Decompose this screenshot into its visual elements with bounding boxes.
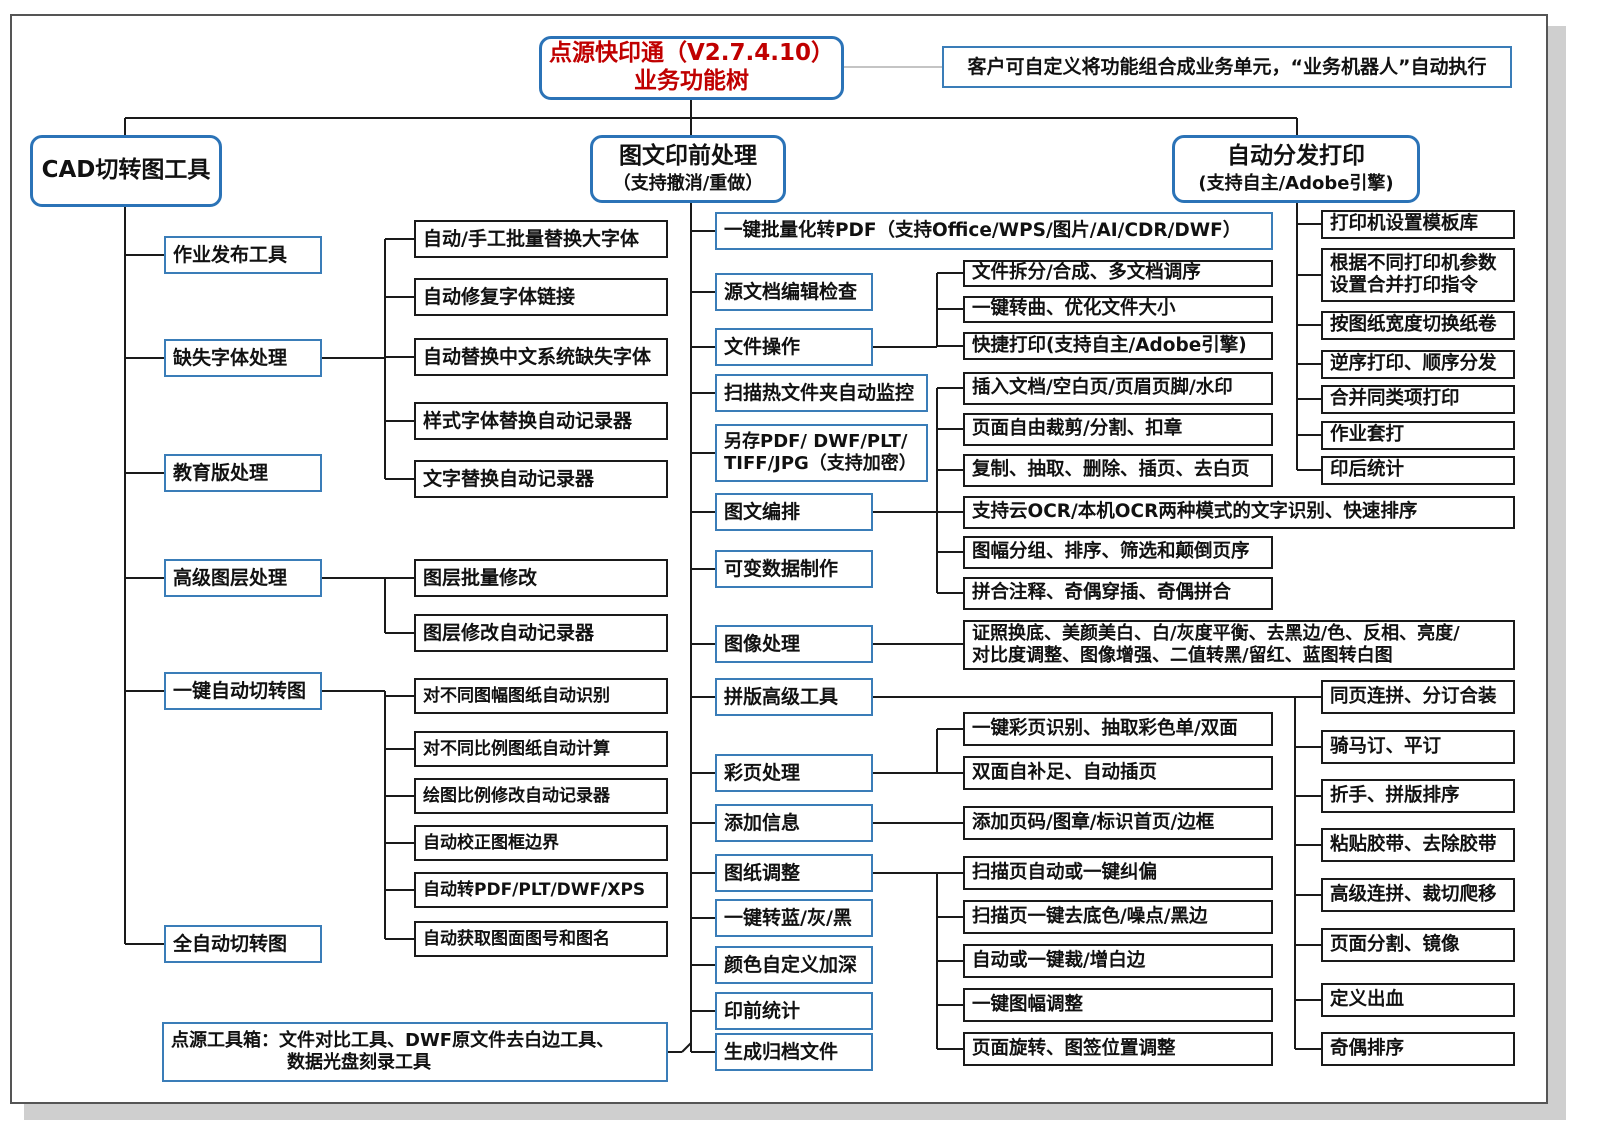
layout-item: 图幅分组、排序、筛选和颠倒页序: [963, 536, 1273, 569]
font-item: 文字替换自动记录器: [414, 460, 668, 498]
layout-item: 插入文档/空白页/页眉页脚/水印: [963, 372, 1273, 405]
autoprint-item: 印后统计: [1321, 456, 1515, 485]
prepress-item: 一键批量化转PDF（支持Office/WPS/图片/AI/CDR/DWF）: [715, 212, 1273, 250]
imposition-item: 同页连拼、分订合装: [1321, 680, 1515, 714]
cad-group: 一键自动切转图: [164, 672, 322, 710]
drawing-adjust-item: 一键图幅调整: [963, 988, 1273, 1022]
convert-item: 自动获取图面图号和图名: [414, 921, 668, 957]
prepress-item: 一键转蓝/灰/黑: [715, 899, 873, 937]
prepress-item: 拼版高级工具: [715, 678, 873, 716]
root-title: 点源快印通（V2.7.4.10）: [548, 40, 835, 67]
prepress-item: 可变数据制作: [715, 550, 873, 588]
imposition-item: 折手、拼版排序: [1321, 779, 1515, 813]
toolbox-box: 点源工具箱：文件对比工具、DWF原文件去白边工具、 数据光盘刻录工具: [162, 1022, 668, 1082]
layout-item: 支持云OCR/本机OCR两种模式的文字识别、快速排序: [963, 496, 1515, 529]
prepress-item: 图像处理: [715, 625, 873, 663]
autoprint-item: 合并同类项打印: [1321, 385, 1515, 414]
layout-item: 页面自由裁剪/分割、扣章: [963, 413, 1273, 446]
image-processing-item: 证照换底、美颜美白、白/灰度平衡、去黑边/色、反相、亮度/ 对比度调整、图像增强…: [963, 620, 1515, 670]
convert-item: 自动转PDF/PLT/DWF/XPS: [414, 872, 668, 908]
imposition-item: 粘贴胶带、去除胶带: [1321, 828, 1515, 862]
cad-group: 教育版处理: [164, 454, 322, 492]
imposition-item: 骑马订、平订: [1321, 730, 1515, 764]
cad-group: 作业发布工具: [164, 236, 322, 274]
note-box: 客户可自定义将功能组合成业务单元，“业务机器人”自动执行: [942, 46, 1512, 88]
convert-item: 自动校正图框边界: [414, 825, 668, 861]
file-op-item: 一键转曲、优化文件大小: [963, 296, 1273, 323]
color-page-item: 一键彩页识别、抽取彩色单/双面: [963, 712, 1273, 746]
connector-50: [681, 1042, 692, 1053]
cad-group: 缺失字体处理: [164, 339, 322, 377]
prepress-item: 扫描热文件夹自动监控: [715, 374, 928, 412]
layout-item: 复制、抽取、删除、插页、去白页: [963, 454, 1273, 487]
root-node: 点源快印通（V2.7.4.10） 业务功能树: [539, 36, 844, 100]
add-info-item: 添加页码/图章/标识首页/边框: [963, 806, 1273, 840]
font-item: 样式字体替换自动记录器: [414, 402, 668, 440]
file-op-item: 快捷打印(支持自主/Adobe引擎): [963, 332, 1273, 360]
color-page-item: 双面自补足、自动插页: [963, 756, 1273, 790]
prepress-item: 生成归档文件: [715, 1033, 873, 1071]
convert-item: 绘图比例修改自动记录器: [414, 778, 668, 814]
drawing-adjust-item: 自动或一键裁/增白边: [963, 944, 1273, 978]
imposition-item: 奇偶排序: [1321, 1032, 1515, 1066]
file-op-item: 文件拆分/合成、多文档调序: [963, 260, 1273, 287]
category-prepress: 图文印前处理 （支持撤消/重做）: [590, 135, 786, 203]
prepress-item: 颜色自定义加深: [715, 946, 873, 984]
imposition-item: 高级连拼、裁切爬移: [1321, 878, 1515, 912]
font-item: 自动修复字体链接: [414, 278, 668, 316]
imposition-item: 页面分割、镜像: [1321, 928, 1515, 962]
category-autoprint: 自动分发打印 (支持自主/Adobe引擎): [1172, 135, 1420, 203]
autoprint-item: 作业套打: [1321, 421, 1515, 450]
prepress-item: 源文档编辑检查: [715, 273, 873, 311]
autoprint-item: 按图纸宽度切换纸卷: [1321, 311, 1515, 340]
convert-item: 对不同图幅图纸自动识别: [414, 678, 668, 714]
imposition-item: 定义出血: [1321, 983, 1515, 1017]
prepress-item: 彩页处理: [715, 754, 873, 792]
category-cad: CAD切转图工具: [30, 135, 222, 207]
drawing-adjust-item: 扫描页一键去底色/噪点/黑边: [963, 900, 1273, 934]
font-item: 自动替换中文系统缺失字体: [414, 338, 668, 376]
autoprint-item: 逆序打印、顺序分发: [1321, 350, 1515, 379]
cad-group: 高级图层处理: [164, 559, 322, 597]
drawing-adjust-item: 扫描页自动或一键纠偏: [963, 856, 1273, 890]
autoprint-item: 根据不同打印机参数 设置合并打印指令: [1321, 248, 1515, 302]
root-subtitle: 业务功能树: [634, 68, 749, 94]
layout-item: 拼合注释、奇偶穿插、奇偶拼合: [963, 577, 1273, 610]
drawing-adjust-item: 页面旋转、图签位置调整: [963, 1032, 1273, 1066]
cad-group: 全自动切转图: [164, 925, 322, 963]
prepress-item: 添加信息: [715, 804, 873, 842]
prepress-item: 另存PDF/ DWF/PLT/ TIFF/JPG（支持加密）: [715, 424, 928, 482]
prepress-item: 文件操作: [715, 328, 873, 366]
prepress-item: 印前统计: [715, 992, 873, 1030]
convert-item: 对不同比例图纸自动计算: [414, 731, 668, 767]
layer-item: 图层批量修改: [414, 559, 668, 597]
layer-item: 图层修改自动记录器: [414, 614, 668, 652]
prepress-item: 图纸调整: [715, 854, 873, 892]
prepress-item: 图文编排: [715, 493, 873, 531]
font-item: 自动/手工批量替换大字体: [414, 220, 668, 258]
autoprint-item: 打印机设置模板库: [1321, 210, 1515, 239]
